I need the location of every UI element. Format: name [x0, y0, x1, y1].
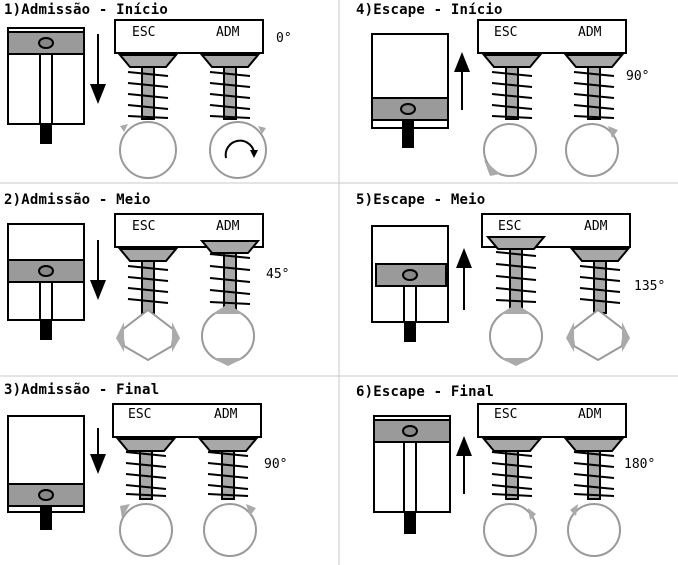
exhaust-valve: [481, 438, 543, 500]
panel-6: 6)Escape - Final ESC ADM: [356, 384, 655, 557]
arrow-down-icon: [90, 428, 106, 474]
panel-title: 1)Admissão - Início: [4, 2, 168, 18]
piston-pin: [38, 489, 54, 501]
panel-5: 5)Escape - Meio ESC ADM: [356, 192, 665, 366]
exhaust-label: ESC: [498, 219, 521, 234]
exhaust-label: ESC: [128, 407, 151, 422]
connecting-rod: [39, 281, 53, 321]
crank-angle: 45°: [266, 267, 289, 282]
head-block: ESC ADM: [477, 403, 627, 438]
exhaust-label: ESC: [132, 25, 155, 40]
crank-angle: 90°: [264, 457, 287, 472]
panel-2: 2)Admissão - Meio ESC ADM: [4, 192, 289, 366]
exhaust-label: ESC: [132, 219, 155, 234]
intake-cam: [201, 304, 255, 366]
head-block: ESC ADM: [114, 19, 264, 54]
exhaust-cam: [119, 121, 177, 179]
head-block: ESC ADM: [477, 19, 627, 54]
exhaust-valve: [481, 54, 543, 120]
rod-base: [40, 320, 52, 340]
intake-label: ADM: [584, 219, 608, 234]
rod-base: [402, 120, 414, 148]
intake-cam: [567, 503, 621, 557]
rod-base: [40, 124, 52, 144]
exhaust-cam: [483, 123, 537, 177]
piston-pin: [402, 269, 418, 281]
intake-valve: [569, 248, 631, 314]
intake-cam: [566, 308, 630, 362]
intake-label: ADM: [578, 25, 602, 40]
intake-cam: [209, 121, 267, 179]
arrow-up-icon: [456, 248, 472, 310]
panel-3: 3)Admissão - Final ESC ADM: [4, 382, 287, 557]
cylinder: [7, 415, 85, 530]
rod-base: [404, 512, 416, 534]
exhaust-valve: [117, 54, 179, 120]
intake-valve: [563, 438, 625, 500]
cylinder: [7, 27, 85, 144]
cylinder: [371, 33, 449, 148]
rotation-arrow-icon: [224, 139, 255, 159]
exhaust-cam: [119, 503, 173, 557]
panel-title: 6)Escape - Final: [356, 384, 494, 400]
crank-angle: 180°: [624, 457, 655, 472]
connecting-rod: [403, 285, 417, 323]
intake-valve: [197, 438, 259, 500]
intake-valve: [563, 54, 625, 120]
intake-cam: [565, 123, 619, 177]
exhaust-label: ESC: [494, 25, 517, 40]
intake-valve: [199, 54, 261, 120]
connecting-rod: [39, 53, 53, 125]
arrow-up-icon: [454, 52, 470, 110]
panel-title: 2)Admissão - Meio: [4, 192, 151, 208]
exhaust-cam: [489, 304, 543, 366]
crank-angle: 90°: [626, 69, 649, 84]
exhaust-valve: [485, 236, 547, 316]
crank-angle: 0°: [276, 31, 292, 46]
piston-pin: [38, 265, 54, 277]
intake-valve: [199, 240, 261, 322]
panel-title: 4)Escape - Início: [356, 2, 503, 18]
cylinder: [373, 415, 451, 534]
exhaust-cam: [116, 308, 180, 362]
head-block: ESC ADM: [114, 213, 264, 248]
intake-label: ADM: [578, 407, 602, 422]
arrow-down-icon: [90, 240, 106, 300]
piston-pin: [38, 37, 54, 49]
arrow-up-icon: [456, 436, 472, 494]
arrow-down-icon: [90, 34, 106, 104]
intake-cam: [203, 503, 257, 557]
exhaust-valve: [117, 248, 179, 314]
cylinder: [371, 225, 449, 342]
rod-base: [40, 506, 52, 530]
panel-title: 5)Escape - Meio: [356, 192, 485, 208]
exhaust-valve: [115, 438, 177, 500]
crank-angle: 135°: [634, 279, 665, 294]
intake-label: ADM: [214, 407, 238, 422]
intake-label: ADM: [216, 219, 240, 234]
piston-pin: [400, 103, 416, 115]
head-block: ESC ADM: [112, 403, 262, 438]
panel-title: 3)Admissão - Final: [4, 382, 159, 398]
rod-base: [404, 322, 416, 342]
exhaust-cam: [483, 503, 537, 557]
piston-pin: [402, 425, 418, 437]
intake-label: ADM: [216, 25, 240, 40]
panel-1: 1)Admissão - Início ESC ADM: [4, 2, 292, 179]
exhaust-label: ESC: [494, 407, 517, 422]
panel-4: 4)Escape - Início ESC ADM: [356, 2, 649, 177]
cylinder: [7, 223, 85, 340]
connecting-rod: [403, 441, 417, 513]
